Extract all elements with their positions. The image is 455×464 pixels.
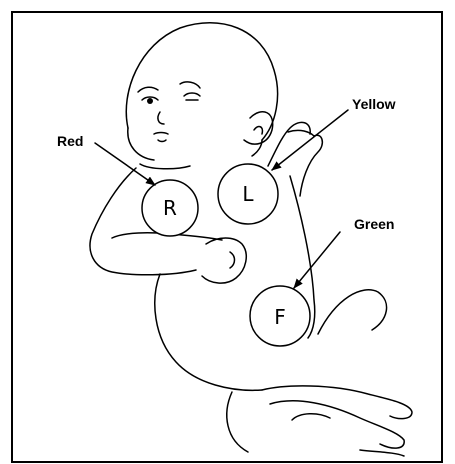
red-callout-label: Red bbox=[57, 133, 83, 149]
yellow-callout-label: Yellow bbox=[352, 96, 396, 112]
yellow-callout-arrow bbox=[272, 110, 348, 170]
electrode-l-label: L bbox=[242, 182, 254, 206]
electrode-f: F bbox=[250, 286, 310, 346]
green-callout-arrow bbox=[294, 232, 340, 288]
diagram-border bbox=[12, 12, 442, 462]
infant-figure bbox=[90, 23, 412, 456]
green-callout-label: Green bbox=[354, 216, 394, 232]
electrode-f-label: F bbox=[274, 305, 286, 329]
electrode-l: L bbox=[218, 164, 278, 224]
electrode-r: R bbox=[142, 180, 198, 236]
electrode-r-label: R bbox=[163, 196, 177, 220]
